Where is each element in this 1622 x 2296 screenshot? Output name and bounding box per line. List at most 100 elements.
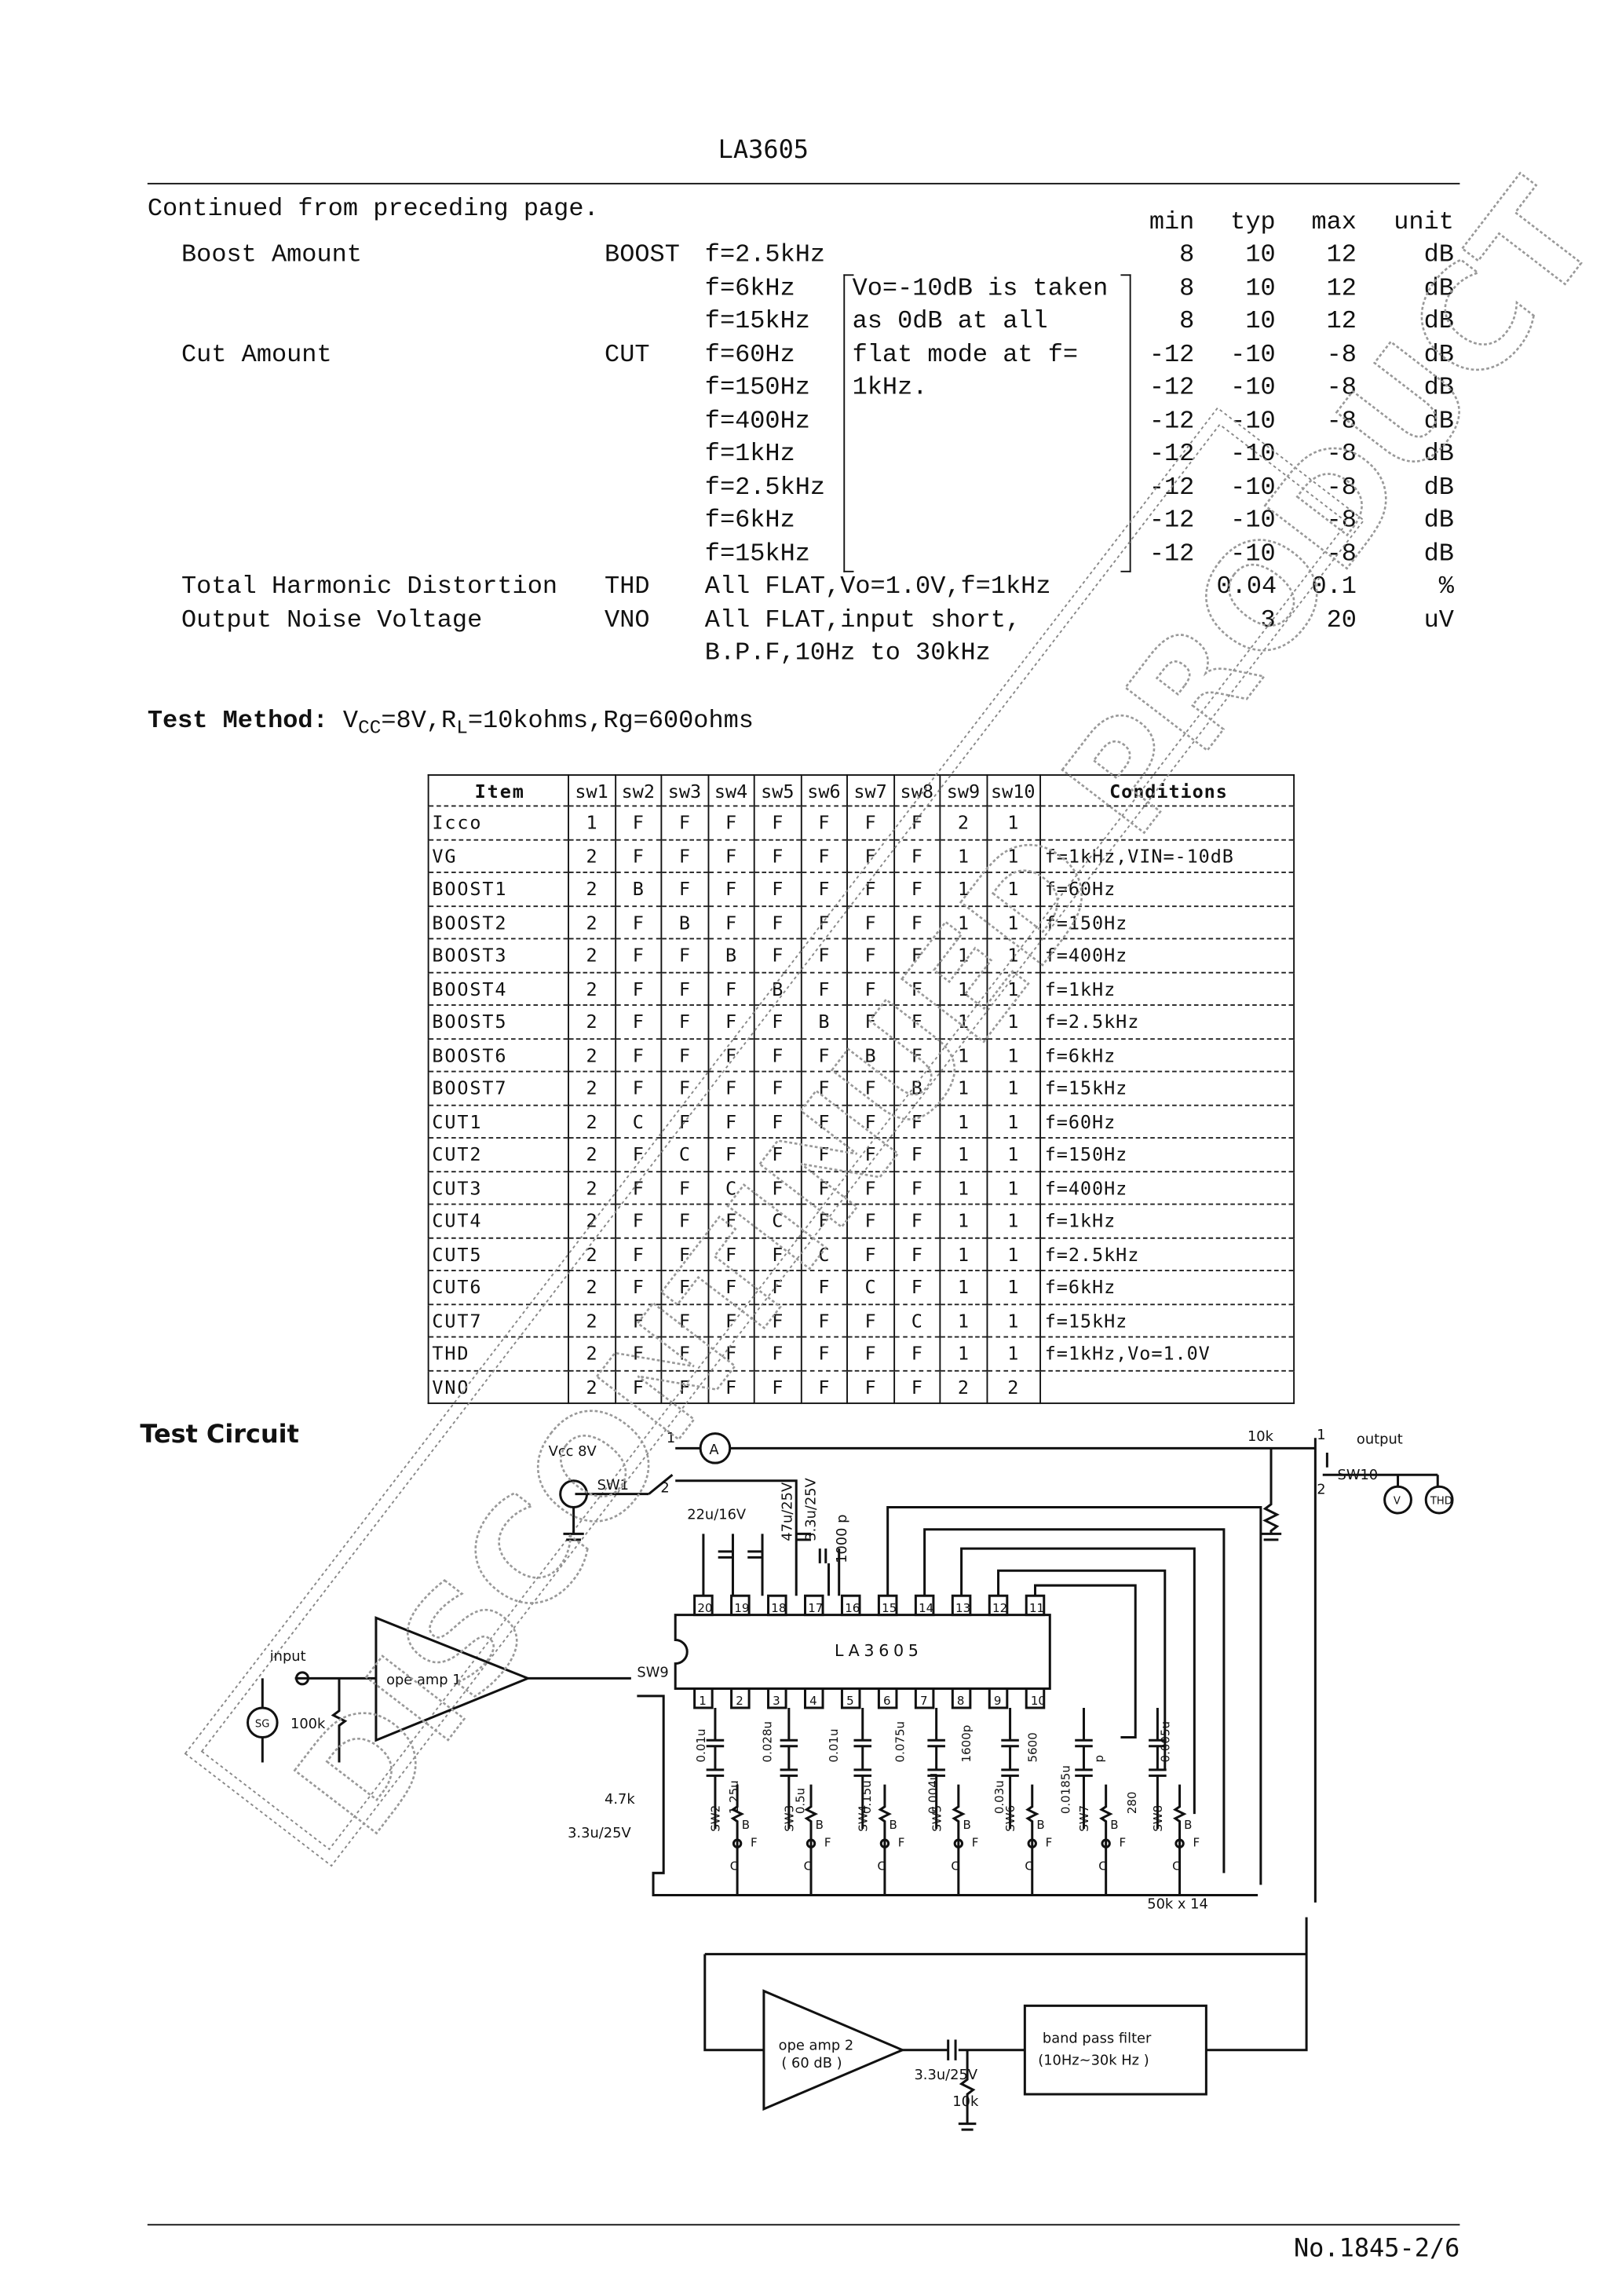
pin-number: 13 [955, 1601, 970, 1615]
resistor-100k-label: 100k [290, 1716, 326, 1732]
spec-max: -8 [1326, 341, 1357, 370]
footer-rule [147, 2224, 1460, 2226]
switch-cell: F [660, 938, 709, 973]
switch-cell: F [799, 872, 848, 907]
spec-typ: -10 [1230, 473, 1276, 503]
switch-cell: 1 [939, 1204, 988, 1238]
switch-cell: 1 [985, 1303, 1041, 1338]
pin-number: 18 [771, 1601, 786, 1615]
ic-pin-bottom [951, 1687, 972, 1709]
col-unit: unit [1394, 209, 1454, 238]
switch-position-f: F [1120, 1836, 1127, 1850]
spec-max: 12 [1326, 275, 1357, 303]
spec-max: -8 [1326, 441, 1357, 470]
note-bracket-left [843, 274, 854, 572]
test-method-label: Test Method: [147, 707, 328, 737]
filter-stage [1075, 1707, 1113, 1896]
switch-cell: F [846, 1303, 895, 1338]
discontinued-watermark [184, 407, 1365, 1867]
switch-cell: F [893, 905, 941, 940]
switch-cell: 1 [985, 905, 1041, 940]
item-cell: CUT4 [427, 1204, 569, 1238]
note-line-4: 1kHz. [852, 375, 928, 403]
switch-cell: 2 [568, 1138, 616, 1172]
switch-cell: F [799, 806, 848, 840]
switch-cell: F [660, 1104, 709, 1139]
conditions-cell: f=60Hz [1039, 872, 1295, 907]
switch-cell: F [846, 938, 895, 973]
switch-cell: B [614, 872, 663, 907]
top-capacitors [702, 1532, 841, 1596]
switch-position-f: F [1046, 1836, 1053, 1850]
conditions-cell: f=60Hz [1039, 1104, 1295, 1139]
note-bracket-right [1120, 274, 1131, 572]
spec-cond: f=6kHz [704, 275, 795, 303]
column-header: Conditions [1039, 774, 1295, 807]
note-line-3: flat mode at f= [852, 342, 1079, 371]
switch-cell: F [753, 1038, 802, 1073]
cap-output-label: 3.3u/25V [914, 2067, 977, 2083]
opamp-2-label: ope amp 2 [779, 2038, 853, 2054]
switch-cell: C [660, 1138, 709, 1172]
switch-cell: F [614, 1138, 663, 1172]
capacitor-value: 0.03u [992, 1780, 1006, 1814]
item-cell: BOOST5 [427, 1004, 569, 1040]
spec-cond: All FLAT,input short, [704, 606, 1021, 635]
switch-cell: F [799, 839, 848, 873]
spec-min: -12 [1149, 540, 1195, 569]
capacitor-value: 280 [1125, 1792, 1139, 1815]
thd-meter-label: THD [1430, 1496, 1452, 1508]
switch-contact [1027, 1838, 1037, 1848]
switch-cell: 2 [568, 1004, 616, 1040]
test-method-rest: =10kohms,Rg=600ohms [467, 707, 754, 737]
ammeter-label: A [709, 1442, 719, 1458]
spec-max: -8 [1326, 408, 1357, 437]
item-cell: CUT2 [427, 1138, 569, 1172]
spec-cond: f=1kHz [704, 441, 795, 470]
spec-min: 8 [1179, 242, 1195, 270]
switch-cell: F [614, 1237, 663, 1271]
switch-cell: F [707, 806, 755, 840]
switch-contact [732, 1838, 743, 1848]
switch-cell: 1 [985, 1071, 1041, 1106]
pin-number: 4 [809, 1694, 817, 1708]
switch-cell: F [846, 1237, 895, 1271]
spec-typ: 10 [1245, 275, 1276, 303]
switch-cell: F [753, 1303, 802, 1338]
bpf-range: (10Hz~30k Hz ) [1038, 2052, 1149, 2068]
switch-position-f: F [1193, 1836, 1200, 1850]
ic-pin-bottom [730, 1687, 751, 1709]
item-cell: VNO [427, 1369, 569, 1405]
switch-cell: F [614, 1369, 663, 1405]
spec-cond: f=150Hz [704, 375, 810, 403]
spec-cond: All FLAT,Vo=1.0V,f=1kHz [704, 573, 1051, 602]
spec-cond: f=2.5kHz [704, 242, 826, 270]
item-cell: Icco [427, 806, 569, 840]
switch-cell: 2 [568, 1104, 616, 1139]
capacitor-value: 0.028u [760, 1721, 774, 1763]
switch-cell: B [799, 1004, 848, 1040]
switch-cell: 1 [939, 1071, 988, 1106]
spec-label: Boost Amount [181, 242, 362, 270]
switch-cell: F [753, 806, 802, 840]
item-cell: CUT3 [427, 1171, 569, 1205]
filter-stage [780, 1707, 819, 1896]
switch-cell: F [614, 938, 663, 973]
switch-cell: C [846, 1270, 895, 1305]
item-cell: BOOST2 [427, 905, 569, 940]
output-wires [1313, 1438, 1439, 1903]
switch-cell: F [614, 839, 663, 873]
spec-cond: f=2.5kHz [704, 473, 826, 503]
pin-number: 2 [736, 1694, 743, 1708]
spec-cond: f=60Hz [704, 341, 795, 370]
switch-cell: 2 [568, 905, 616, 940]
switch-cell: F [707, 1038, 755, 1073]
spec-label: Total Harmonic Distortion [181, 573, 558, 602]
switch-cell: 2 [568, 872, 616, 907]
switch-cell: 1 [939, 1336, 988, 1371]
